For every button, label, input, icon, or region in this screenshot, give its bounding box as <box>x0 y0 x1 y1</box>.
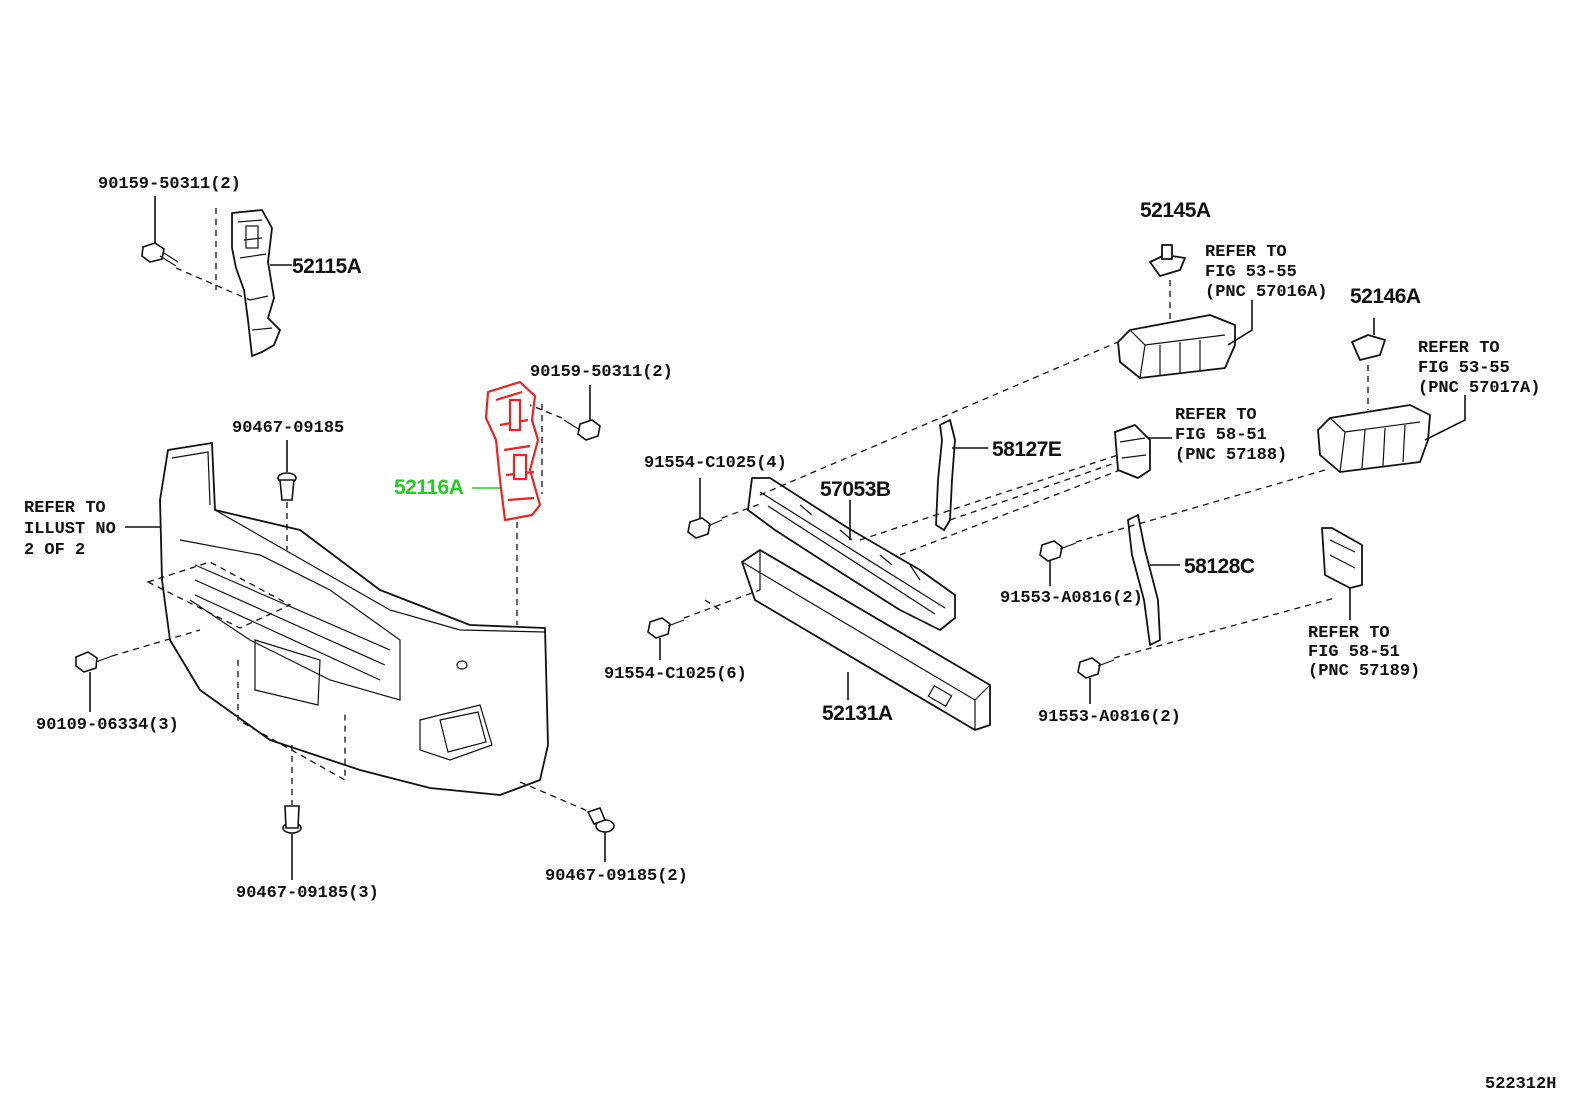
label-refer-57188-2: FIG 58-51 <box>1175 426 1267 445</box>
bolt-91553-a0816-bottom[interactable] <box>1077 657 1115 679</box>
leader-grille-box <box>146 561 292 629</box>
reinforcement-57053b[interactable] <box>747 477 956 631</box>
label-clip-right[interactable]: 90467-09185(2) <box>545 867 688 886</box>
dash-91553-top <box>1075 469 1326 543</box>
dash-91554-b <box>683 589 761 619</box>
label-clip-bottom[interactable]: 90467-09185(3) <box>236 884 379 903</box>
dash-long-c <box>899 469 1121 556</box>
label-bolt-58128-bottom[interactable]: 91553-A0816(2) <box>1038 708 1181 727</box>
bumper-beam-52131a[interactable] <box>741 549 991 731</box>
label-pnc-52116a[interactable]: 52116A <box>394 476 464 499</box>
bracket-52116a-highlighted[interactable] <box>484 380 542 522</box>
label-refer-illust-1: REFER TO <box>24 499 106 518</box>
dash-57188 <box>949 461 1119 521</box>
label-refer-57189-2: FIG 58-51 <box>1308 643 1400 662</box>
clip-90467-09185-bottom[interactable] <box>282 805 302 834</box>
label-bolt-52115[interactable]: 90159-50311(2) <box>98 175 241 194</box>
bolt-90159-50311-a[interactable] <box>141 242 179 267</box>
label-pnc-58127e[interactable]: 58127E <box>992 438 1062 461</box>
bolt-91554-c1025-a[interactable] <box>687 517 723 539</box>
label-pnc-57053b[interactable]: 57053B <box>820 478 891 501</box>
label-figure-code: 522312H <box>1485 1075 1556 1094</box>
bolt-91553-a0816-top[interactable] <box>1039 540 1077 562</box>
bracket-58128c[interactable] <box>1127 514 1161 646</box>
label-refer-57017-1: REFER TO <box>1418 339 1500 358</box>
clip-90467-09185-right[interactable] <box>586 807 615 833</box>
label-pnc-52145a[interactable]: 52145A <box>1140 199 1211 222</box>
dash-90467-right <box>519 781 591 813</box>
label-refer-57188-3[interactable]: (PNC 57188) <box>1175 446 1287 465</box>
bolt-90159-50311-b[interactable] <box>563 419 601 441</box>
label-refer-57016-2: FIG 53-55 <box>1205 263 1297 282</box>
absorber-bracket-57017a[interactable] <box>1317 404 1431 473</box>
bracket-57189[interactable] <box>1321 527 1363 589</box>
bracket-57188[interactable] <box>1114 424 1151 479</box>
bracket-52146a[interactable] <box>1351 334 1386 361</box>
bolt-90109-06334[interactable] <box>75 651 113 673</box>
label-bolt-52116[interactable]: 90159-50311(2) <box>530 363 673 382</box>
label-bolt-left[interactable]: 90109-06334(3) <box>36 716 179 735</box>
label-pnc-58128c[interactable]: 58128C <box>1184 555 1255 578</box>
bracket-52115a[interactable] <box>231 209 281 357</box>
leader-57016a <box>1227 300 1253 346</box>
dash-90159-b <box>529 404 563 419</box>
bracket-52145a[interactable] <box>1149 244 1186 277</box>
label-pnc-52131a[interactable]: 52131A <box>822 702 893 725</box>
label-refer-illust-2: ILLUST NO <box>24 520 116 539</box>
label-pnc-52115a[interactable]: 52115A <box>292 255 362 278</box>
label-refer-57016-1: REFER TO <box>1205 243 1287 262</box>
bolt-91554-c1025-b[interactable] <box>647 617 685 639</box>
dash-long-b <box>859 454 1119 541</box>
label-pnc-52146a[interactable]: 52146A <box>1350 285 1421 308</box>
dash-91554-a <box>721 503 761 519</box>
label-refer-57016-3[interactable]: (PNC 57016A) <box>1205 283 1327 302</box>
label-refer-57188-1: REFER TO <box>1175 406 1257 425</box>
label-refer-57189-3[interactable]: (PNC 57189) <box>1308 662 1420 681</box>
dash-90109 <box>111 629 201 657</box>
label-refer-illust-3: 2 OF 2 <box>24 541 85 560</box>
label-refer-57017-3[interactable]: (PNC 57017A) <box>1418 379 1540 398</box>
front-bumper-cover[interactable] <box>159 442 549 796</box>
label-bolt-58128-top[interactable]: 91553-A0816(2) <box>1000 589 1143 608</box>
label-refer-57189-1: REFER TO <box>1308 624 1390 643</box>
dash-91553-bottom <box>1113 597 1336 659</box>
label-refer-57017-2: FIG 53-55 <box>1418 359 1510 378</box>
absorber-bracket-57016a[interactable] <box>1117 314 1236 379</box>
label-clip-top[interactable]: 90467-09185 <box>232 419 344 438</box>
label-bolt-57053[interactable]: 91554-C1025(4) <box>644 454 787 473</box>
dash-long-a <box>759 341 1119 496</box>
leader-57017a <box>1424 395 1466 441</box>
clip-90467-09185-top[interactable] <box>277 472 297 501</box>
bracket-58127e[interactable] <box>935 419 956 531</box>
leader-bolt-52115a <box>175 267 251 301</box>
label-bolt-52131[interactable]: 91554-C1025(6) <box>604 665 747 684</box>
